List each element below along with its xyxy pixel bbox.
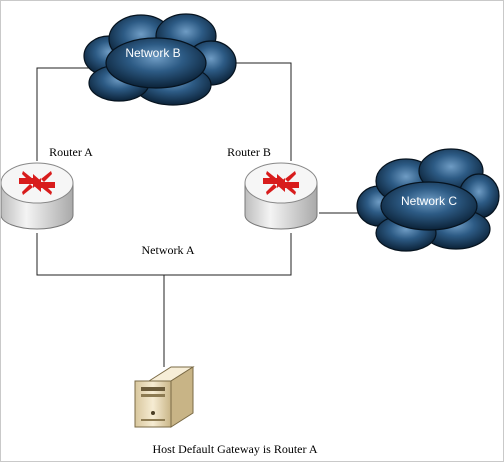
network-links <box>36 62 361 367</box>
network-a-label: Network A <box>142 243 195 257</box>
network-b-label: Network B <box>125 46 180 60</box>
link-router-a-network-b <box>36 67 93 161</box>
router-a-label: Router A <box>49 145 93 159</box>
router-b: Router B <box>227 145 318 230</box>
router-a: Router A <box>1 145 93 230</box>
host-caption: Host Default Gateway is Router A <box>153 442 318 456</box>
network-c-cloud: Network C <box>356 148 500 252</box>
link-network-b-router-b <box>221 62 292 161</box>
router-b-label: Router B <box>227 145 271 159</box>
host-server-icon <box>134 366 195 428</box>
network-c-label: Network C <box>401 194 457 208</box>
network-b-cloud: Network B <box>83 13 237 106</box>
